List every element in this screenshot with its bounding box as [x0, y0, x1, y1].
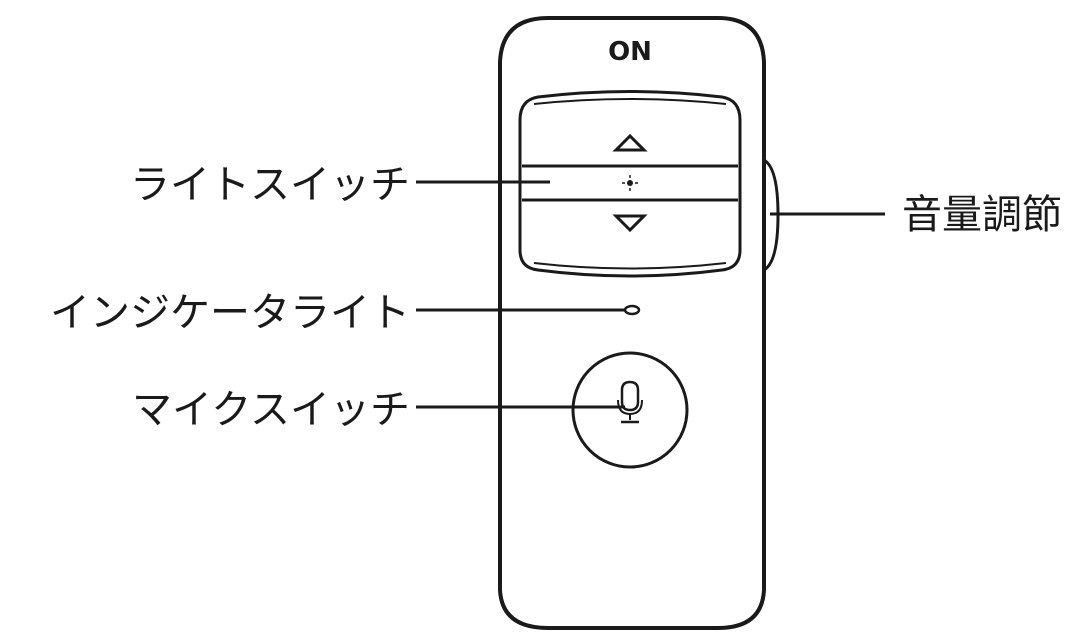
label-mic-switch: マイクスイッチ — [132, 387, 410, 433]
mic-button[interactable] — [571, 351, 689, 469]
triangle-up-icon — [612, 133, 648, 152]
label-volume-control: 音量調節 — [902, 192, 1062, 238]
volume-up-button[interactable] — [524, 108, 736, 164]
label-light-switch: ライトスイッチ — [130, 162, 410, 208]
label-indicator-light: インジケータライト — [50, 290, 410, 336]
control-panel-inner-top — [533, 98, 727, 105]
light-button[interactable] — [524, 168, 736, 198]
control-panel — [518, 90, 742, 278]
device-body — [498, 16, 766, 630]
triangle-down-icon — [612, 214, 648, 233]
indicator-light — [623, 304, 641, 316]
volume-down-button[interactable] — [524, 202, 736, 262]
mic-button-ring — [571, 351, 689, 469]
light-icon — [622, 175, 638, 191]
power-label: ON — [608, 37, 652, 67]
remote-device: ON — [498, 16, 780, 630]
control-panel-inner-bottom — [533, 262, 727, 270]
microphone-icon — [617, 380, 643, 424]
control-panel-frame — [518, 90, 742, 278]
